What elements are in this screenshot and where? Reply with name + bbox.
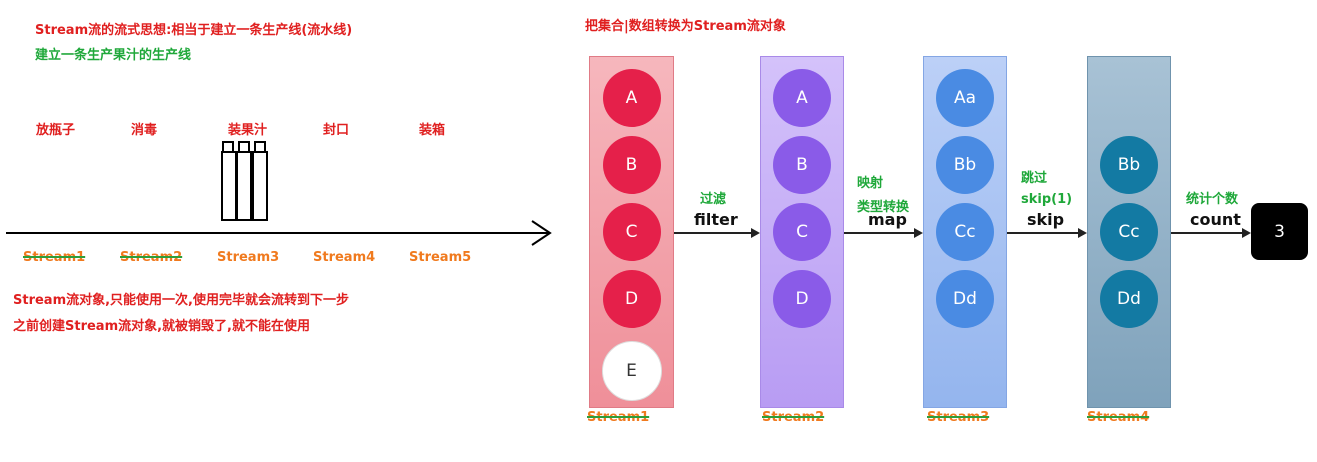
stream-label: Stream5 — [409, 250, 472, 265]
op-en-label: count — [1190, 210, 1241, 229]
op-en-label: filter — [694, 210, 738, 229]
stream3-column: Aa Bb Cc Dd — [923, 56, 1007, 408]
right-title: 把集合|数组转换为Stream流对象 — [585, 19, 786, 34]
element-circle: C — [773, 203, 831, 261]
element-circle: A — [602, 69, 661, 127]
column-stream-label: Stream2 — [762, 410, 825, 425]
element-circle: Bb — [1100, 136, 1158, 194]
arrowhead-icon — [751, 228, 760, 238]
juice-bottles-icon — [221, 141, 268, 221]
column-stream-label: Stream4 — [1087, 410, 1150, 425]
element-circle: D — [773, 270, 831, 328]
op-cn-label: 跳过 — [1021, 171, 1048, 186]
element-circle: C — [602, 203, 661, 261]
element-circle: B — [773, 136, 831, 194]
element-circle: Cc — [936, 203, 994, 261]
arrow-line — [674, 232, 752, 234]
step-label: 放瓶子 — [36, 123, 76, 138]
op-cn-label: 映射 — [857, 176, 884, 191]
column-stream-label: Stream1 — [587, 410, 650, 425]
op-cn-label: 统计个数 — [1186, 192, 1239, 207]
element-circle: E — [601, 341, 662, 401]
stream-label: Stream2 — [120, 250, 183, 265]
stream4-column: Bb Cc Dd — [1087, 56, 1171, 408]
step-label: 封口 — [323, 123, 350, 138]
stream-label: Stream3 — [217, 250, 280, 265]
element-circle: D — [602, 270, 661, 328]
element-circle: Aa — [936, 69, 994, 127]
element-circle: Dd — [936, 270, 994, 328]
arrow-line — [1007, 232, 1079, 234]
op-cn-label-2: 类型转换 — [857, 200, 910, 215]
left-title: Stream流的流式思想:相当于建立一条生产线(流水线) — [35, 23, 353, 38]
stream-label: Stream1 — [23, 250, 86, 265]
op-cn-label-2: skip(1) — [1021, 192, 1073, 207]
note-1: Stream流对象,只能使用一次,使用完毕就会流转到下一步 — [13, 293, 350, 308]
arrowhead-icon — [1078, 228, 1087, 238]
arrow-line — [844, 232, 915, 234]
pipeline-arrow — [6, 220, 552, 246]
left-subtitle: 建立一条生产果汁的生产线 — [35, 48, 192, 63]
result-box: 3 — [1251, 203, 1308, 260]
stream2-column: A B C D — [760, 56, 844, 408]
element-circle: Bb — [936, 136, 994, 194]
arrowhead-icon — [1242, 228, 1251, 238]
op-en-label: skip — [1027, 210, 1065, 229]
step-label: 装箱 — [419, 123, 446, 138]
note-2: 之前创建Stream流对象,就被销毁了,就不能在使用 — [13, 319, 311, 334]
element-circle: B — [602, 136, 661, 194]
op-cn-label: 过滤 — [700, 192, 727, 207]
step-label: 装果汁 — [228, 123, 268, 138]
stream-label: Stream4 — [313, 250, 376, 265]
element-circle: A — [773, 69, 831, 127]
column-stream-label: Stream3 — [927, 410, 990, 425]
arrow-line — [1171, 232, 1243, 234]
element-circle: Dd — [1100, 270, 1158, 328]
arrowhead-icon — [914, 228, 923, 238]
stream1-column: A B C D E — [589, 56, 674, 408]
step-label: 消毒 — [131, 123, 158, 138]
element-circle: Cc — [1100, 203, 1158, 261]
op-en-label: map — [868, 210, 907, 229]
